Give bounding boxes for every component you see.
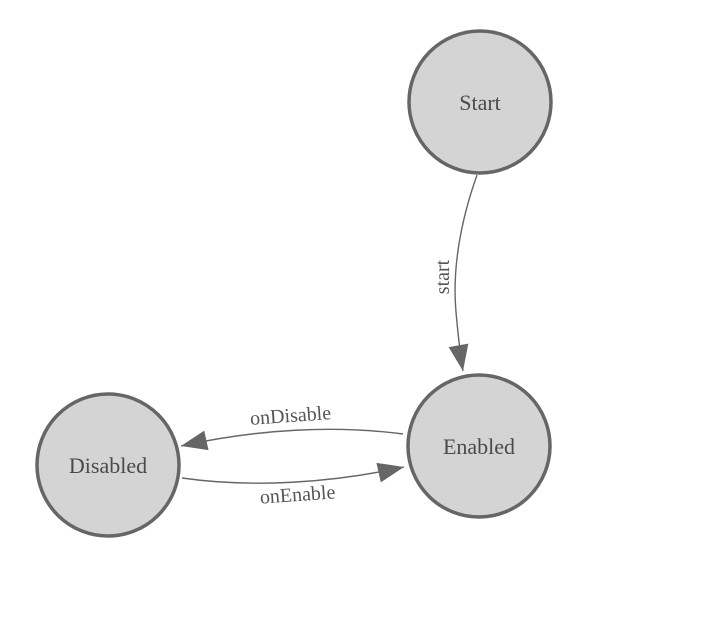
edge-label-start: start xyxy=(432,259,454,294)
edge-disabled-to-enabled xyxy=(181,462,405,484)
node-start-label: Start xyxy=(459,90,501,115)
node-enabled: Enabled xyxy=(406,373,552,519)
node-start: Start xyxy=(407,29,553,175)
node-disabled: Disabled xyxy=(35,392,181,538)
node-disabled-circle xyxy=(35,392,181,538)
node-disabled-label: Disabled xyxy=(69,453,147,478)
edge-label-onenable: onEnable xyxy=(259,481,336,508)
node-enabled-label: Enabled xyxy=(443,434,515,459)
edge-enabled-to-disabled xyxy=(180,428,404,451)
edge-start-to-enabled xyxy=(448,174,478,372)
node-start-circle xyxy=(407,29,553,175)
edge-label-ondisable: onDisable xyxy=(249,402,332,430)
node-enabled-circle xyxy=(406,373,552,519)
